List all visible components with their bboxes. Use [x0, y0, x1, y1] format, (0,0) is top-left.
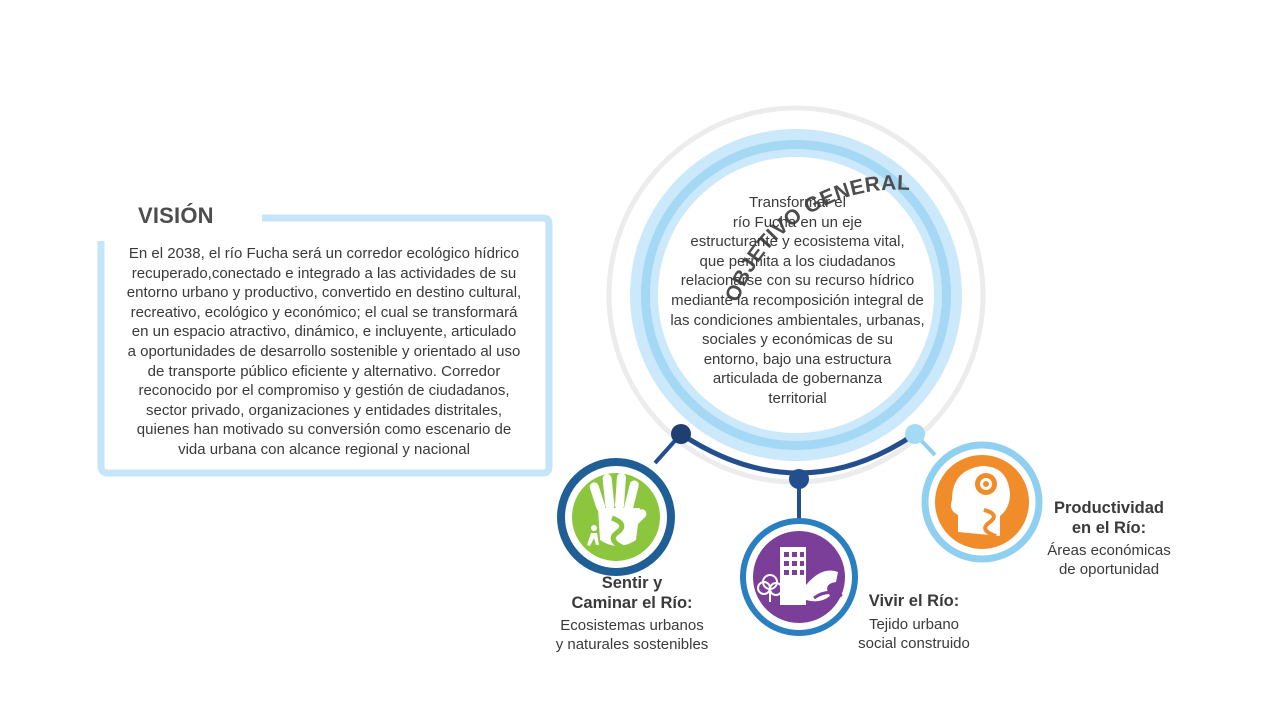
city-building-icon — [757, 547, 843, 605]
connector-node-center — [789, 469, 809, 489]
pillar-3-title: Productividad en el Río: — [1044, 498, 1174, 538]
objective-line: estructurante y ecosistema vital, — [690, 233, 905, 251]
pillar-1-title-line: Sentir y — [601, 574, 663, 592]
pillar-2-desc-line: Tejido urbano — [868, 616, 960, 633]
vision-text: En el 2038, el río Fucha será un corredo… — [122, 244, 526, 460]
vision-frame — [97, 214, 553, 477]
pillar-2-title-line: Vivir el Río: — [868, 592, 960, 610]
objective-line: mediante la recomposición integral de — [671, 291, 924, 309]
connector-node-right — [905, 424, 925, 444]
objective-line: territorial — [768, 389, 827, 407]
pillar-2-badge — [740, 518, 858, 636]
vision-line: de transporte público eficiente y altern… — [147, 362, 501, 380]
pillar-1-title: Sentir y Caminar el Río: — [554, 573, 710, 613]
objective-line: río Fucha en un eje — [732, 213, 863, 231]
vision-line: sector privado, organizaciones y entidad… — [145, 401, 503, 419]
pillar-1-description: Ecosistemas urbanos y naturales sostenib… — [545, 616, 719, 654]
connector — [653, 424, 937, 521]
pillar-3-title-line: Productividad — [1053, 499, 1164, 517]
vision-line: En el 2038, el río Fucha será un corredo… — [128, 245, 520, 262]
objective-line: articulada de gobernanza — [712, 370, 883, 388]
objective-line: entorno, bajo una estructura — [703, 350, 892, 368]
vision-line: en un espacio atractivo, dinámico, e inc… — [131, 323, 517, 341]
objective-line: sociales y económicas de su — [702, 331, 893, 349]
objective-text: Transformar el río Fucha en un eje estru… — [655, 193, 940, 409]
vision-line: entorno urbano y productivo, convertido … — [126, 284, 522, 302]
pillar-2-title: Vivir el Río: — [852, 591, 976, 611]
pillar-2-description: Tejido urbano social construido — [844, 615, 984, 653]
hand-walker-icon — [587, 473, 647, 551]
head-gear-icon — [950, 466, 1010, 538]
objective-line: que permita a los ciudadanos — [699, 252, 896, 270]
pillar-2-desc-line: social construido — [858, 635, 970, 652]
vision-title: VISIÓN — [138, 203, 214, 228]
vision-line: a oportunidades de desarrollo sostenible… — [127, 342, 521, 360]
connector-node-left — [671, 424, 691, 444]
vision-line: recreativo, ecológico y económico; el cu… — [130, 303, 518, 321]
pillar-3-description: Áreas económicas de oportunidad — [1036, 541, 1182, 579]
vision-line: recuperado,conectado e integrado a las a… — [131, 264, 517, 282]
pillar-3-badge — [921, 441, 1043, 563]
vision-line: quienes han motivado su conversión como … — [136, 421, 512, 439]
objective-line: las condiciones ambientales, urbanas, — [670, 311, 925, 329]
pillar-3-title-line: en el Río: — [1071, 519, 1147, 537]
pillar-1-desc-line: Ecosistemas urbanos — [560, 617, 704, 634]
objective-line: Transformar el — [749, 194, 846, 211]
pillar-3-desc-line: Áreas económicas — [1047, 542, 1171, 559]
vision-line: vida urbana con alcance regional y nacio… — [178, 440, 470, 458]
objective-line: relacionarse con su recurso hídrico — [680, 272, 915, 290]
pillar-3-desc-line: de oportunidad — [1058, 561, 1160, 578]
pillar-1-desc-line: y naturales sostenibles — [555, 636, 709, 653]
pillar-1-badge — [557, 458, 675, 576]
vision-line: reconocido por el compromiso y gestión d… — [138, 382, 510, 400]
pillar-1-title-line: Caminar el Río: — [571, 594, 693, 612]
objective-rings — [606, 105, 986, 485]
